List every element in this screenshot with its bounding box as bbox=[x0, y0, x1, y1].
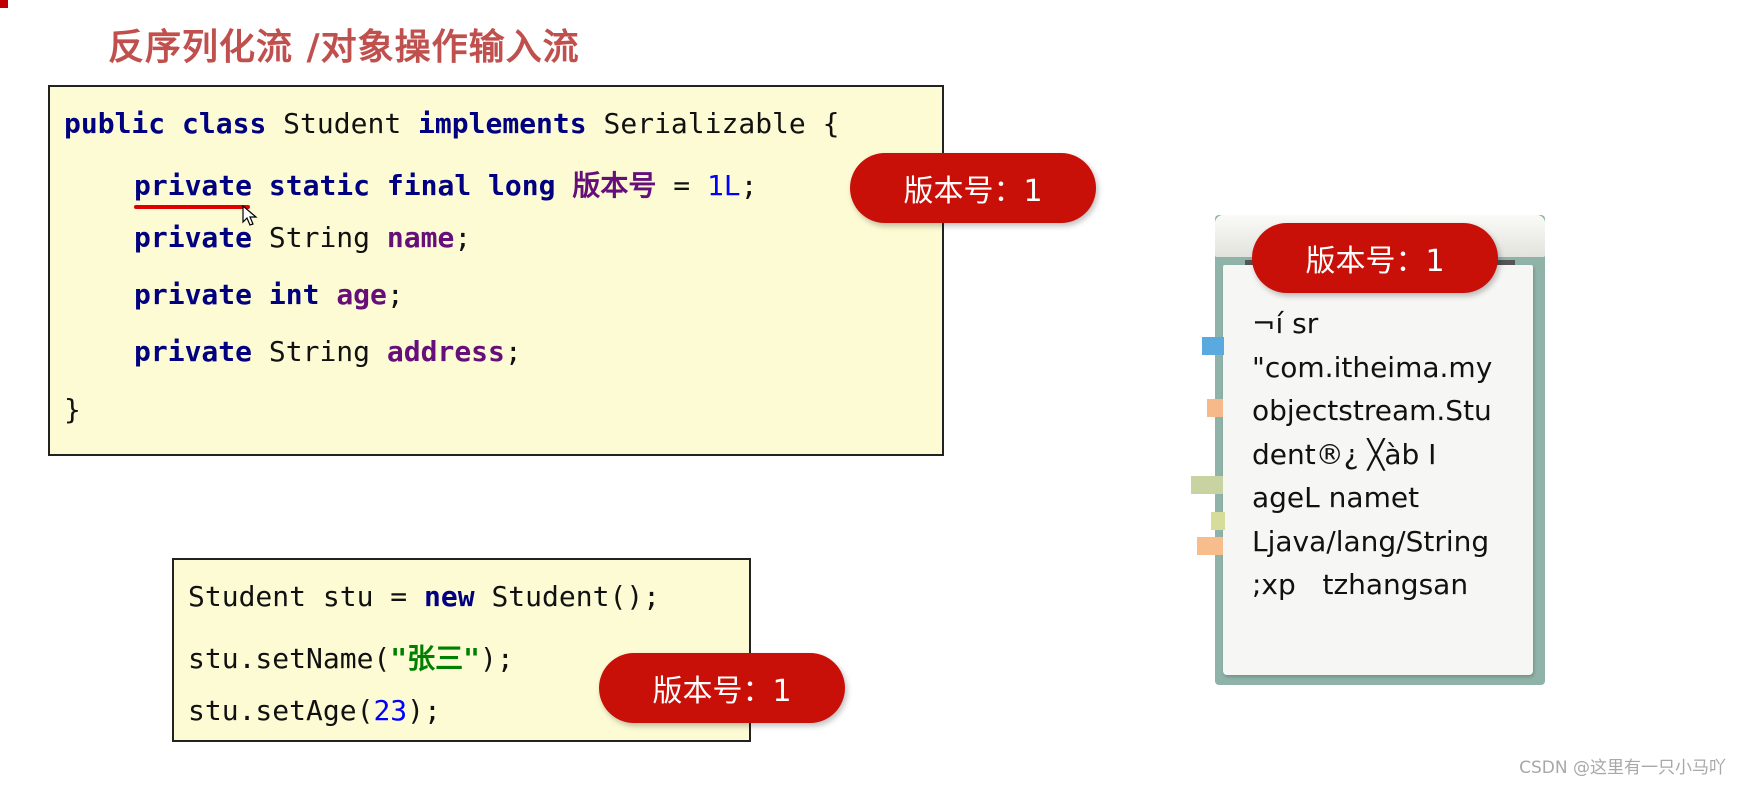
corner-mark bbox=[0, 0, 8, 8]
csdn-watermark: CSDN @这里有一只小马吖 bbox=[1519, 758, 1726, 778]
code-type: String bbox=[268, 335, 371, 368]
serialized-bytes-text: ¬í sr "com.itheima.my objectstream.Stu d… bbox=[1252, 302, 1492, 607]
code-interface-name: Serializable bbox=[603, 107, 806, 140]
version-badge-object: 版本号：1 bbox=[599, 653, 845, 723]
code-line-new-student: Student stu = new Student(); bbox=[188, 580, 660, 613]
serialized-line: dent®¿ ╳àb I bbox=[1252, 437, 1437, 471]
code-field-name: address bbox=[386, 335, 505, 368]
code-text: ); bbox=[407, 694, 441, 727]
code-keyword: long bbox=[488, 169, 556, 202]
serialized-line: ¬í sr bbox=[1252, 307, 1319, 340]
code-keyword: new bbox=[424, 580, 475, 613]
code-semicolon: ; bbox=[454, 221, 472, 254]
code-keyword: private bbox=[134, 169, 253, 202]
serialized-line: ;xp tzhangsan bbox=[1252, 568, 1469, 601]
code-line-class-declaration: public class Student implements Serializ… bbox=[64, 107, 840, 140]
serialized-line: objectstream.Stu bbox=[1252, 394, 1492, 427]
code-field-name: age bbox=[336, 278, 387, 311]
code-line-set-name: stu.setName("张三"); bbox=[188, 637, 514, 677]
code-keyword: private bbox=[134, 221, 253, 254]
code-semicolon: ; bbox=[740, 169, 758, 202]
version-badge-class: 版本号：1 bbox=[850, 153, 1096, 223]
code-brace: { bbox=[822, 107, 840, 140]
version-badge-file: 版本号：1 bbox=[1252, 223, 1498, 293]
code-string: "张三" bbox=[390, 642, 481, 675]
code-text: stu.setAge( bbox=[188, 694, 374, 727]
code-field-name: 版本号 bbox=[572, 169, 657, 202]
code-text: ); bbox=[480, 642, 514, 675]
code-type: String bbox=[268, 221, 371, 254]
code-line-name-field: private String name; bbox=[134, 221, 471, 254]
code-keyword: final bbox=[386, 169, 472, 202]
code-line-set-age: stu.setAge(23); bbox=[188, 694, 441, 727]
code-semicolon: ; bbox=[504, 335, 522, 368]
code-keyword: private bbox=[134, 278, 253, 311]
code-keyword: class bbox=[182, 107, 267, 140]
serialized-line: ageL namet bbox=[1252, 481, 1420, 514]
code-line-closing-brace: } bbox=[64, 393, 81, 426]
code-line-version-field: private static final long 版本号 = 1L; bbox=[134, 164, 758, 204]
notepad-tab-orange bbox=[1207, 399, 1223, 417]
notepad-tab-green bbox=[1191, 476, 1223, 494]
code-number: 1L bbox=[706, 169, 741, 202]
code-class-name: Student bbox=[283, 107, 402, 140]
code-keyword: static bbox=[268, 169, 371, 202]
highlight-underline bbox=[134, 205, 250, 209]
serialized-line: Ljava/lang/String bbox=[1252, 524, 1490, 558]
code-text: stu.setName( bbox=[188, 642, 391, 675]
code-number: 23 bbox=[373, 694, 408, 727]
code-line-age-field: private int age; bbox=[134, 278, 404, 311]
slide-title: 反序列化流 /对象操作输入流 bbox=[108, 27, 580, 68]
code-semicolon: ; bbox=[386, 278, 404, 311]
code-keyword: public bbox=[64, 107, 166, 140]
code-keyword: int bbox=[268, 278, 320, 311]
notepad-tab-blue bbox=[1202, 337, 1224, 355]
code-keyword: implements bbox=[418, 107, 587, 140]
code-keyword: private bbox=[134, 335, 253, 368]
code-field-name: name bbox=[386, 221, 455, 254]
serialized-line: "com.itheima.my bbox=[1252, 350, 1493, 384]
code-text: Student(); bbox=[491, 580, 661, 613]
mouse-cursor-icon bbox=[242, 205, 258, 226]
notepad-tab-peach bbox=[1197, 537, 1223, 555]
notepad-paper bbox=[1223, 265, 1533, 675]
code-brace: } bbox=[64, 393, 81, 426]
student-class-code-block: public class Student implements Serializ… bbox=[48, 85, 944, 456]
notepad-tab-olive bbox=[1211, 512, 1225, 530]
code-operator: = bbox=[673, 169, 691, 202]
code-text: Student stu = bbox=[188, 580, 425, 613]
code-line-address-field: private String address; bbox=[134, 335, 522, 368]
